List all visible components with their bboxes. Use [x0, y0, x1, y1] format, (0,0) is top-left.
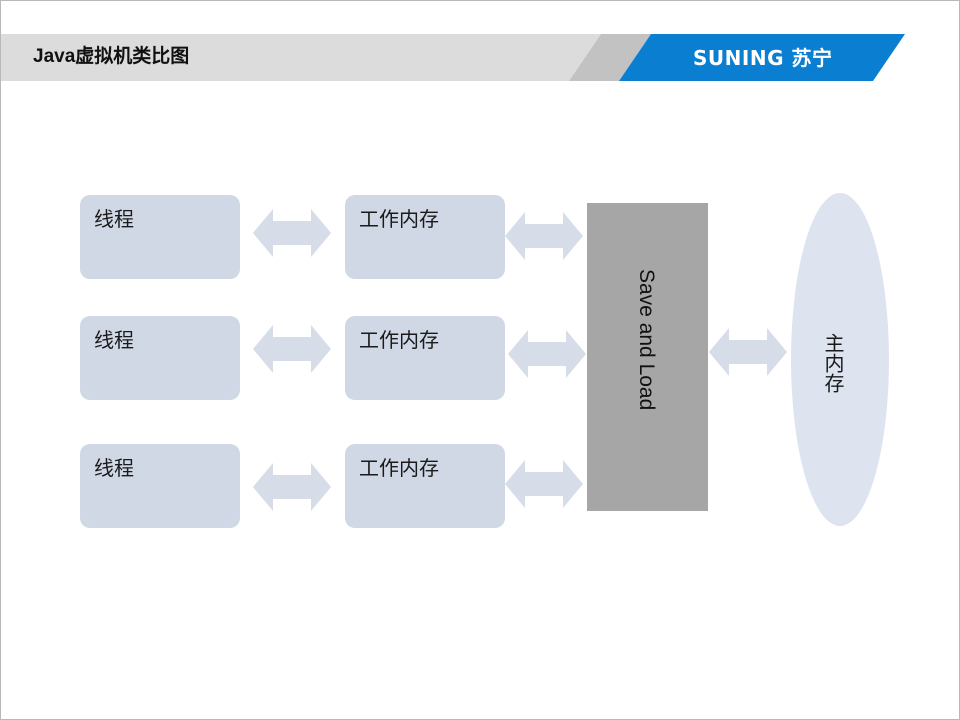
double-arrow-icon: [505, 460, 583, 508]
header-band: [1, 34, 601, 81]
double-arrow-icon: [505, 212, 583, 260]
work-memory-label-1: 工作内存: [359, 207, 439, 231]
thread-box-3: 线程: [80, 444, 240, 528]
main-memory-label: 主内存: [821, 333, 845, 393]
work-memory-box-2: 工作内存: [345, 316, 505, 400]
thread-label-1: 线程: [94, 207, 134, 231]
thread-label-3: 线程: [94, 456, 134, 480]
double-arrow-icon: [709, 328, 787, 376]
double-arrow-icon: [253, 325, 331, 373]
save-load-block: [587, 203, 708, 511]
main-memory-ellipse: [791, 193, 889, 526]
work-memory-label-2: 工作内存: [359, 328, 439, 352]
brand-band: [619, 34, 905, 81]
save-load-label: Save and Load: [635, 269, 658, 411]
double-arrow-icon: [253, 463, 331, 511]
header-banner: [1, 34, 905, 81]
header-stripe: [569, 34, 651, 81]
work-memory-box-1: 工作内存: [345, 195, 505, 279]
thread-box-2: 线程: [80, 316, 240, 400]
work-memory-box-3: 工作内存: [345, 444, 505, 528]
thread-label-2: 线程: [94, 328, 134, 352]
slide-title: Java虚拟机类比图: [33, 46, 190, 67]
brand-logo: SUNING 苏宁: [693, 46, 833, 70]
work-memory-label-3: 工作内存: [359, 456, 439, 480]
thread-box-1: 线程: [80, 195, 240, 279]
double-arrow-icon: [253, 209, 331, 257]
double-arrow-icon: [508, 330, 586, 378]
